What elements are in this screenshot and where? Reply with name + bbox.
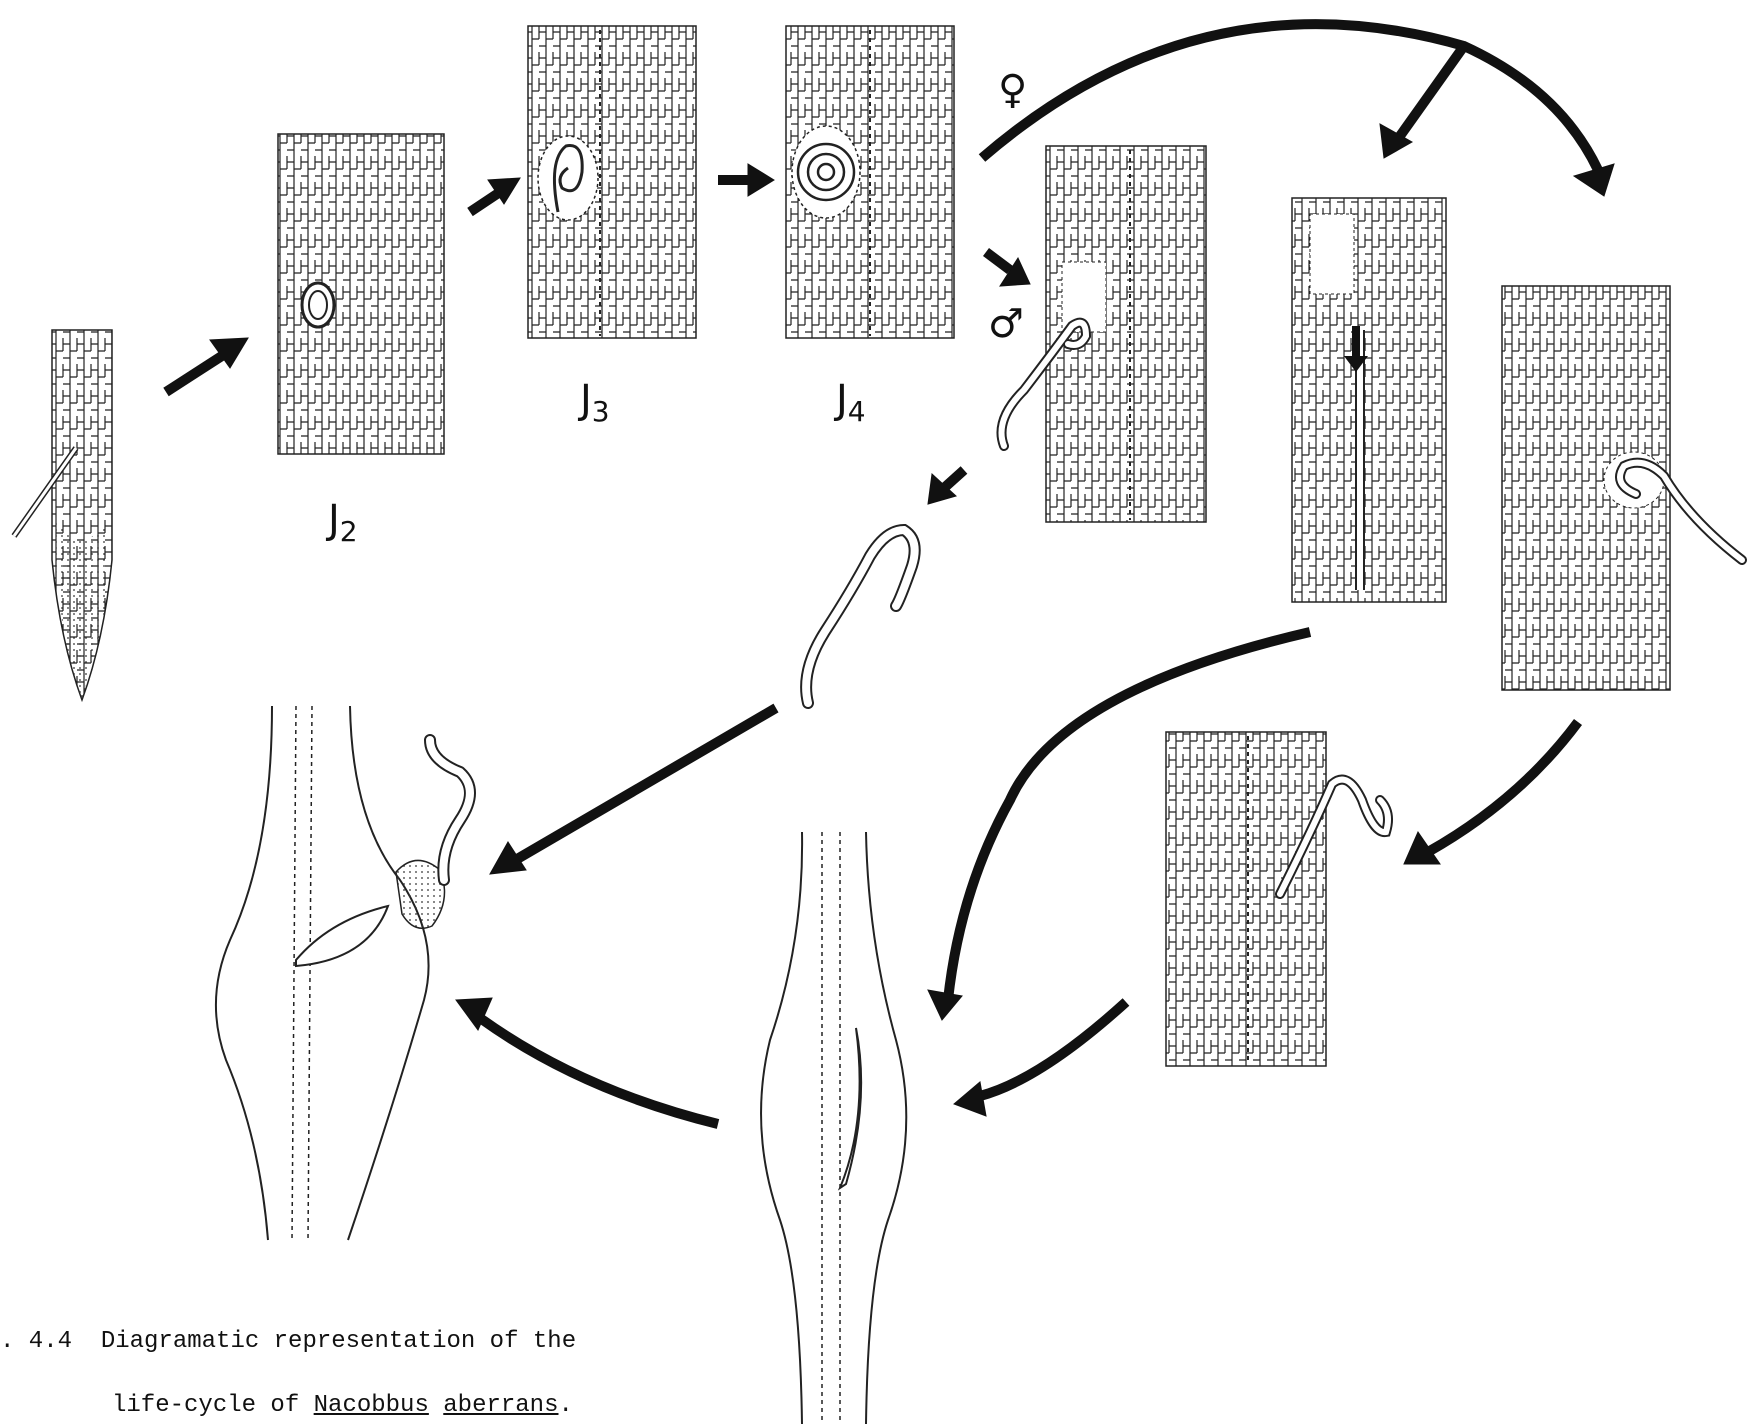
female-tissue-drawing-1 <box>1292 198 1446 602</box>
label-j2-subscript: 2 <box>340 515 358 548</box>
arrow-to-j2 <box>166 352 228 392</box>
j3-tissue-drawing <box>528 26 696 338</box>
label-j4-subscript: 4 <box>848 395 866 428</box>
arrow-block3-to-center-gall <box>980 1002 1126 1096</box>
female-tissue-drawing-2 <box>1502 286 1742 690</box>
figure-caption-line-2: life-cycle of Nacobbus aberrans. <box>112 1394 573 1418</box>
caption-prefix: life-cycle of <box>112 1392 314 1419</box>
arrow-to-j3 <box>470 192 500 212</box>
arrow-to-male <box>986 252 1010 270</box>
male-tissue-drawing <box>1002 146 1207 522</box>
root-gall-drawing-left <box>216 706 470 1240</box>
label-j3: J3 <box>580 380 610 426</box>
figure-caption-line-1: . 4.4 Diagramatic representation of the <box>0 1330 576 1354</box>
label-j2: J2 <box>328 500 358 546</box>
j2-tissue-drawing <box>278 134 444 454</box>
label-j3-letter: J <box>580 377 592 423</box>
label-j3-subscript: 3 <box>592 395 610 428</box>
male-symbol: ♂ <box>988 304 1024 344</box>
arrow-to-gall-left <box>512 708 776 862</box>
female-tissue-drawing-3 <box>1166 732 1388 1066</box>
label-j4: J4 <box>836 380 866 426</box>
arrowhead-to-j4 <box>748 164 774 196</box>
arrow-to-male-worm <box>944 470 964 488</box>
arrow-center-to-left-gall <box>480 1018 718 1124</box>
male-worm-drawing <box>806 530 915 703</box>
root-tip-drawing <box>14 330 112 700</box>
caption-period: . <box>558 1392 572 1419</box>
label-j2-letter: J <box>328 497 340 543</box>
female-symbol: ♀ <box>998 70 1027 110</box>
caption-species: aberrans <box>443 1392 558 1419</box>
root-gall-drawing-center <box>761 832 906 1424</box>
arrow-female2-to-block3 <box>1428 722 1578 852</box>
caption-genus: Nacobbus <box>314 1392 429 1419</box>
arrowhead-center-gall-right <box>954 1082 986 1116</box>
label-j4-letter: J <box>836 377 848 423</box>
arrowhead-center-gall-top <box>928 990 962 1020</box>
j4-tissue-drawing <box>786 26 954 338</box>
arrow-female-branch <box>1400 46 1464 136</box>
